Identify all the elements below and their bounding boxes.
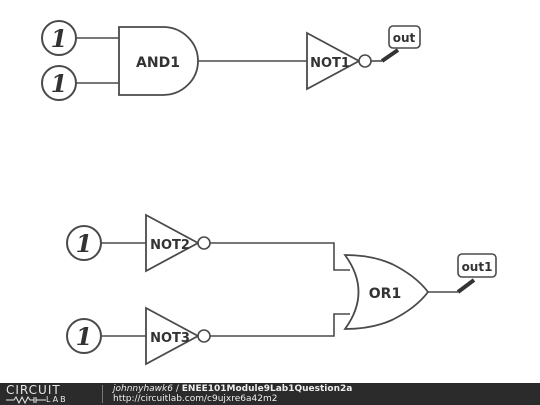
not3-gate-label: NOT3 — [150, 331, 190, 346]
not2-gate[interactable] — [145, 213, 200, 273]
footer-bar: CIRCUIT LAB johnnyhawk6 / ENEE101Module9… — [0, 383, 540, 405]
not2-gate-label: NOT2 — [150, 238, 190, 253]
and-gate[interactable] — [118, 26, 199, 96]
wire-not3-or — [210, 313, 350, 337]
input-source-4[interactable] — [66, 318, 102, 354]
input-label-1: 1 — [51, 24, 68, 53]
circuit-title[interactable]: ENEE101Module9Lab1Question2a — [181, 384, 353, 394]
not1-gate-label: NOT1 — [310, 56, 350, 71]
footer-line-title: johnnyhawk6 / ENEE101Module9Lab1Question… — [113, 384, 352, 394]
not2-bubble — [197, 236, 211, 250]
footer-divider — [102, 385, 103, 403]
input-label-4: 1 — [76, 322, 93, 351]
input-source-3[interactable] — [66, 225, 102, 261]
input-source-2[interactable] — [41, 65, 77, 101]
input-label-2: 1 — [51, 69, 68, 98]
and-gate-label: AND1 — [136, 55, 180, 71]
wire-not2-or — [210, 242, 350, 271]
circuit-schematic: 1 1 1 1 AND1 NOT1 out NOT2 NOT3 OR1 out1 — [41, 20, 497, 366]
input-source-1[interactable] — [41, 20, 77, 56]
resistor-icon — [6, 395, 46, 404]
logo-text-top: CIRCUIT — [6, 383, 61, 397]
author-link[interactable]: johnnyhawk6 — [113, 384, 173, 394]
out1-pin-box[interactable] — [457, 253, 497, 278]
out1-pin-label: out1 — [462, 260, 493, 274]
not1-bubble — [358, 54, 372, 68]
circuit-url-link[interactable]: http://circuitlab.com/c9ujxre6a42m2 — [113, 394, 278, 404]
input-label-3: 1 — [76, 229, 93, 258]
not3-gate[interactable] — [145, 306, 200, 366]
out-pin-label: out — [393, 31, 416, 45]
not3-bubble — [197, 329, 211, 343]
circuitlab-logo: CIRCUIT LAB — [6, 383, 96, 404]
or-gate[interactable] — [343, 254, 430, 330]
or-gate-label: OR1 — [369, 286, 401, 302]
logo-lab-label: LAB — [46, 395, 68, 404]
out1-pin-stem — [456, 278, 476, 294]
footer-slash: / — [175, 384, 179, 394]
out-pin-stem — [380, 48, 400, 63]
logo-text-bottom: LAB — [6, 395, 68, 404]
out-pin-box[interactable] — [388, 25, 421, 49]
not1-gate[interactable] — [306, 31, 361, 91]
